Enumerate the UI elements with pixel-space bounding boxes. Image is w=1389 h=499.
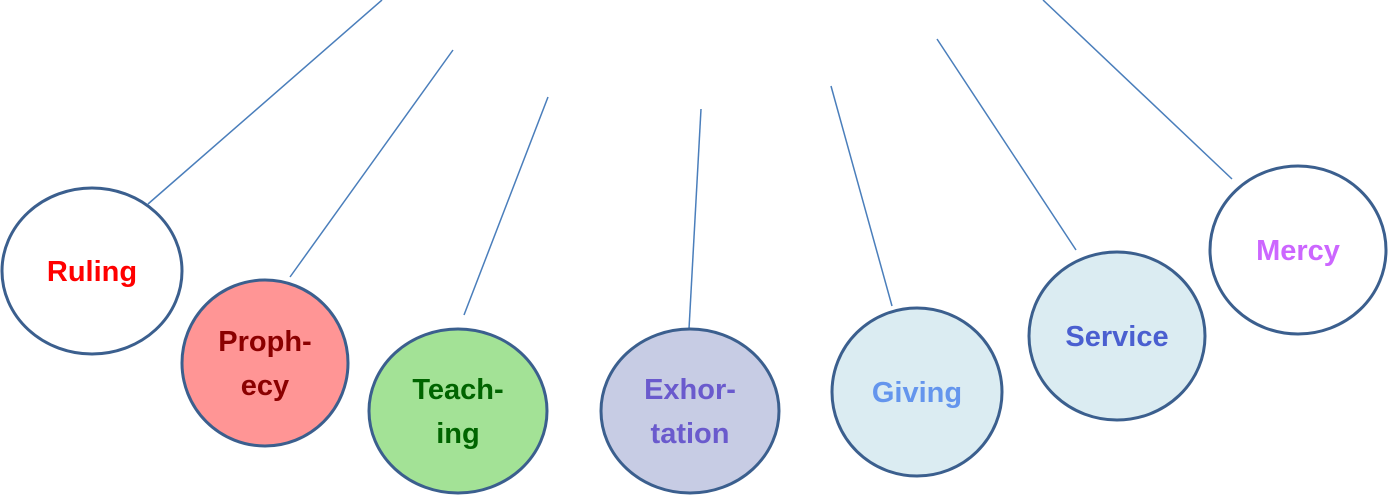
node-circle-mercy (1208, 164, 1388, 336)
node-circle-prophecy (180, 278, 350, 448)
node-circle-teaching (367, 327, 549, 495)
node-label-teaching: Teach- (412, 374, 503, 406)
node-teaching: Teach-ing (367, 327, 549, 495)
node-label-ruling: Ruling (47, 256, 137, 288)
node-exhortation: Exhor-tation (599, 327, 781, 495)
node-label-mercy: Mercy (1256, 235, 1340, 267)
connector-line-teaching (463, 96, 549, 316)
node-mercy: Mercy (1208, 164, 1388, 336)
node-circle-ruling (0, 186, 184, 356)
node-label-exhortation: tation (651, 418, 730, 450)
connector-line-exhortation (688, 108, 702, 330)
node-prophecy: Proph-ecy (180, 278, 350, 448)
connector-line-giving (830, 85, 893, 307)
node-ruling: Ruling (0, 186, 184, 356)
node-label-prophecy: ecy (241, 370, 289, 402)
node-circle-service (1027, 250, 1207, 422)
connector-line-service (936, 38, 1077, 251)
node-giving: Giving (830, 306, 1004, 478)
node-label-teaching: ing (436, 418, 480, 450)
connector-line-mercy (1042, 0, 1233, 180)
node-label-service: Service (1065, 321, 1168, 353)
node-circle-exhortation (599, 327, 781, 495)
connector-line-prophecy (289, 49, 454, 278)
node-label-giving: Giving (872, 377, 962, 409)
node-service: Service (1027, 250, 1207, 422)
node-label-prophecy: Proph- (218, 326, 311, 358)
node-circle-giving (830, 306, 1004, 478)
node-label-exhortation: Exhor- (644, 374, 736, 406)
connector-line-ruling (147, 0, 383, 205)
